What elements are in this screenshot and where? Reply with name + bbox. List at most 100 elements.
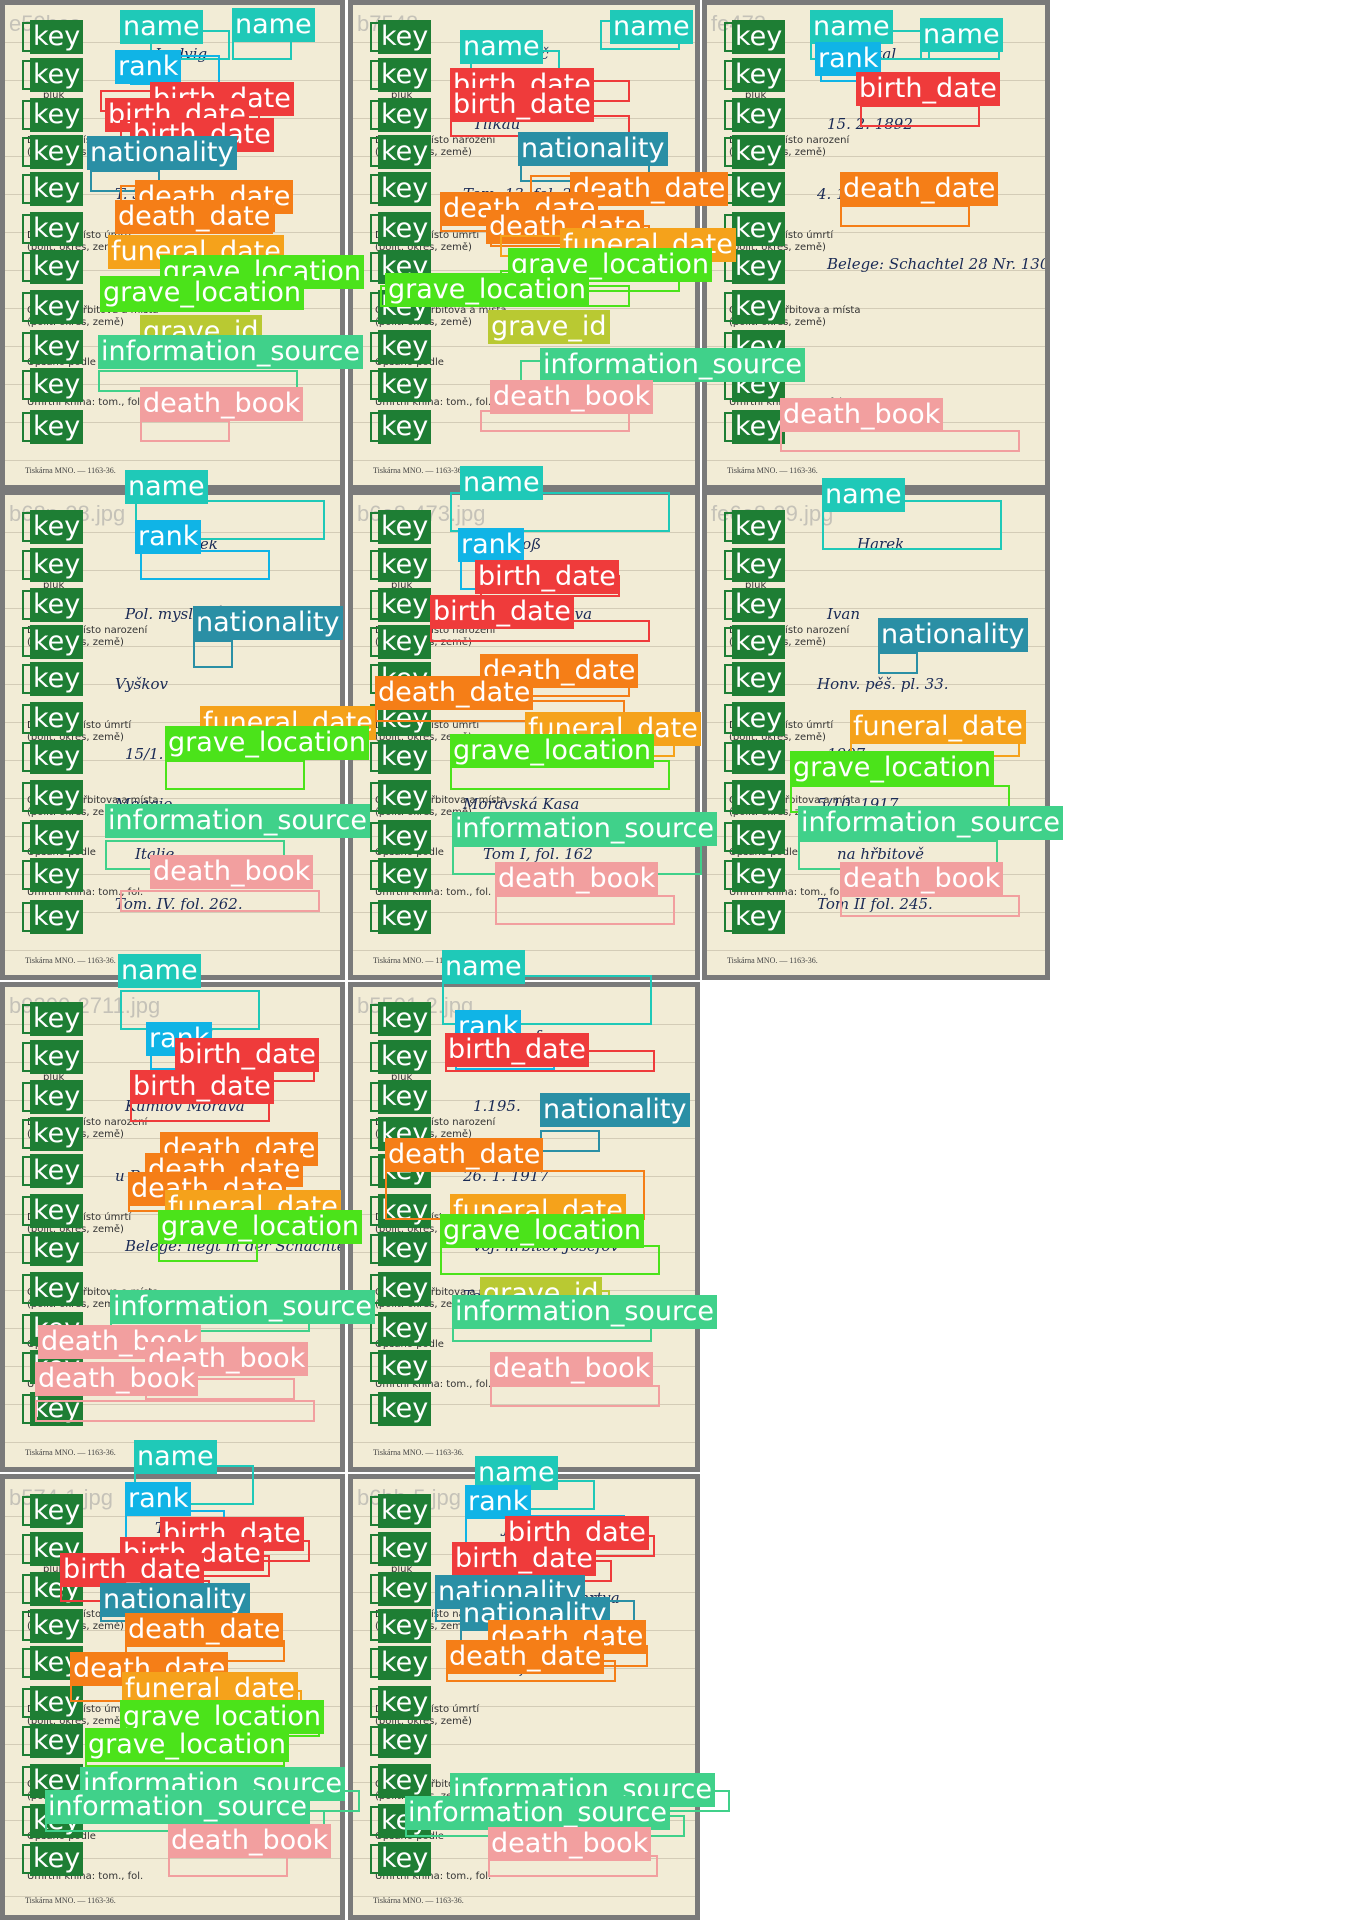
nationality-label: nationality (193, 606, 343, 640)
printed-label: pluk (745, 580, 767, 591)
information-source-label: information_source (45, 1790, 310, 1824)
printed-label: Datum a místo narození (375, 625, 496, 636)
key-label: key (378, 1609, 432, 1643)
key-label: key (30, 1117, 84, 1151)
key-label: key (378, 588, 432, 622)
printed-label: Datum a místo narození (729, 135, 850, 146)
name-bbox (822, 500, 1002, 550)
printed-label: (polit. okres, země) (375, 732, 472, 743)
death-book-label: death_book (495, 862, 659, 896)
key-label: key (378, 1272, 432, 1306)
key-label: key (378, 330, 432, 364)
printed-label: (polit. okres, země) (375, 1224, 472, 1235)
grave-location-label: grave_location (100, 276, 305, 310)
information-source-label: information_source (798, 806, 1063, 840)
death-date-label: death_date (840, 172, 999, 206)
printer-mark: Tiskárna MNO. — 1163-36. (373, 1448, 464, 1457)
key-label: key (732, 900, 786, 934)
key-label: key (732, 740, 786, 774)
name-bbox (442, 975, 652, 1025)
name-label: name (120, 10, 203, 44)
key-label: key (378, 1040, 432, 1074)
information-source-label: information_source (405, 1796, 670, 1830)
printed-label: pluk (391, 580, 413, 591)
key-label: key (30, 820, 84, 854)
grave-id-label: grave_id (488, 310, 610, 344)
key-label: key (378, 1494, 432, 1528)
rank-label: rank (125, 1482, 192, 1516)
key-label: key (30, 625, 84, 659)
nationality-bbox (878, 652, 918, 674)
key-label: key (378, 548, 432, 582)
death-book-label: death_book (35, 1362, 199, 1396)
key-label: key (30, 1842, 84, 1876)
key-label: key (30, 368, 84, 402)
nationality-label: nationality (878, 618, 1028, 652)
printed-label: Označení hřbitova a místa (27, 305, 159, 316)
key-label: key (732, 702, 786, 736)
printed-label: Úmrtní kniha: tom., fol. (375, 887, 492, 898)
death-book-label: death_book (780, 398, 944, 432)
printed-label: Označení hřbitova a místa (729, 795, 861, 806)
printed-label: Datum a místo narození (27, 1609, 148, 1620)
key-label: key (378, 1686, 432, 1720)
printed-label: (polit. okres, země) (729, 242, 826, 253)
key-label: key (30, 410, 84, 444)
printer-mark: Tiskárna MNO. — 1163-36. (25, 1896, 116, 1905)
birth-date-bbox (860, 105, 980, 127)
name-label: name (460, 466, 543, 500)
key-label: key (732, 780, 786, 814)
key-label: key (732, 588, 786, 622)
rank-bbox (140, 550, 270, 580)
name-label: name (475, 1456, 558, 1490)
death-book-label: death_book (150, 855, 314, 889)
death-book-label: death_book (490, 380, 654, 414)
key-label: key (378, 135, 432, 169)
printed-label: Úmrtní kniha: tom., fol. (27, 1871, 144, 1882)
death-date-label: death_date (375, 676, 534, 710)
grave-location-label: grave_location (158, 1210, 363, 1244)
death-book-bbox (495, 895, 675, 925)
printed-label: Označení hřbitova a místa (375, 1779, 507, 1790)
rank-label: rank (115, 50, 182, 84)
printed-label: pluk (745, 90, 767, 101)
key-label: key (30, 900, 84, 934)
key-label: key (732, 820, 786, 854)
birth-date-label: birth_date (856, 72, 1000, 106)
grave-location-label: grave_location (450, 734, 655, 768)
key-label: key (378, 1572, 432, 1606)
grave-location-bbox (165, 760, 305, 790)
printer-mark: Tiskárna MNO. — 1163-36. (25, 466, 116, 475)
printed-label: Datum a místo narození (375, 135, 496, 146)
death-book-bbox (780, 430, 1020, 452)
death-date-label: death_date (570, 172, 729, 206)
death-book-bbox (140, 420, 230, 442)
printed-label: Datum a místo narození (27, 625, 148, 636)
name-bbox (450, 492, 670, 532)
key-label: key (30, 702, 84, 736)
key-label: key (732, 625, 786, 659)
grave-location-label: grave_location (440, 1214, 645, 1248)
key-label: key (732, 858, 786, 892)
printed-label: Označení hřbitova a místa (375, 305, 507, 316)
name-label: name (134, 1440, 217, 1474)
key-label: key (732, 290, 786, 324)
birth-date-label: birth_date (175, 1038, 319, 1072)
information-source-label: information_source (110, 1290, 375, 1324)
printed-label: (polit. okres, země) (375, 1716, 472, 1727)
key-label: key (732, 548, 786, 582)
printer-mark: Tiskárna MNO. — 1163-36. (373, 466, 464, 475)
key-label: key (378, 858, 432, 892)
printer-mark: Tiskárna MNO. — 1163-36. (25, 1448, 116, 1457)
key-label: key (30, 290, 84, 324)
handwritten-entry: Moravská Kasa (463, 795, 580, 813)
printed-label: pluk (43, 90, 65, 101)
printer-mark: Tiskárna MNO. — 1163-36. (373, 1896, 464, 1905)
handwritten-entry: 1.195. (473, 1097, 521, 1115)
key-label: key (378, 212, 432, 246)
key-label: key (30, 250, 84, 284)
printed-label: (polit. okres, země) (27, 1716, 124, 1727)
printed-label: Označení hřbitova a místa (729, 305, 861, 316)
death-date-bbox (840, 205, 970, 227)
death-book-label: death_book (140, 387, 304, 421)
